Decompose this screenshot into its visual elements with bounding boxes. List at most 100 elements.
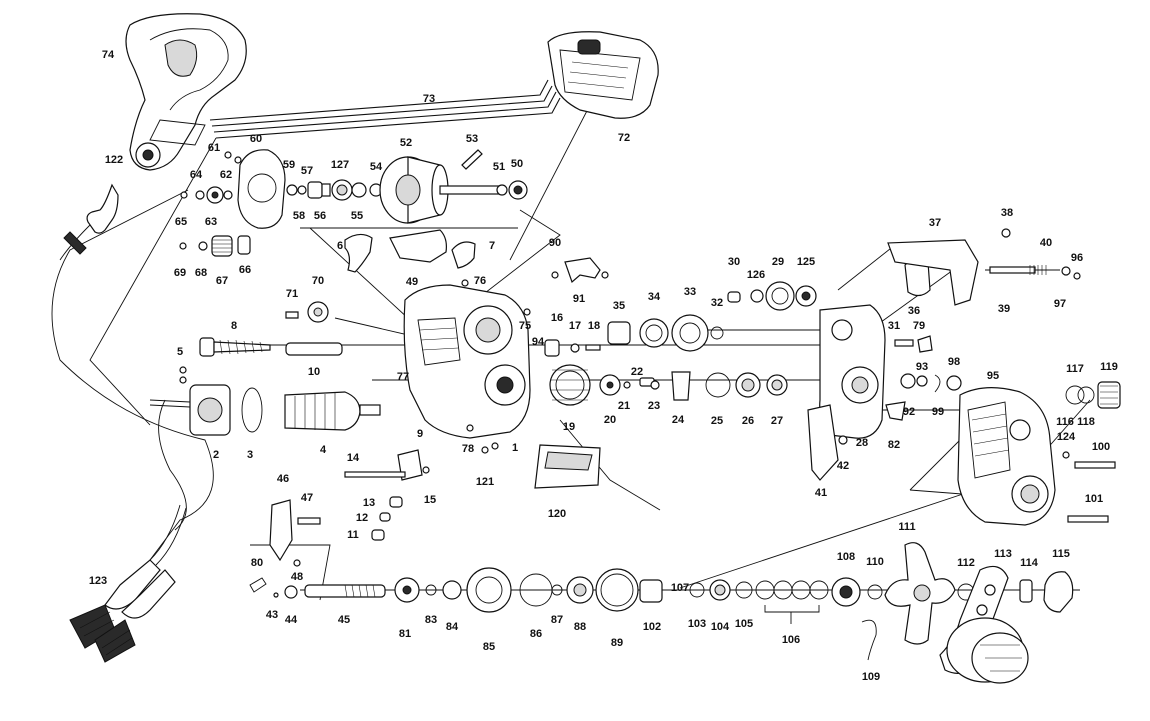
callout-label-4: 4 bbox=[320, 444, 327, 456]
housing-clip bbox=[149, 119, 206, 146]
clip-99 bbox=[934, 374, 941, 393]
screw-69 bbox=[179, 242, 187, 250]
part-70-hub bbox=[313, 307, 323, 317]
part-108-inner bbox=[839, 585, 853, 599]
screw-61b bbox=[234, 156, 242, 164]
ring-126 bbox=[750, 289, 764, 303]
gear-19-teeth bbox=[550, 369, 590, 401]
callout-label-112: 112 bbox=[957, 557, 975, 569]
frame-bore-upper-inner bbox=[475, 317, 501, 343]
spindle-group bbox=[179, 301, 343, 384]
callout-label-110: 110 bbox=[866, 556, 884, 568]
callout-label-107: 107 bbox=[671, 582, 689, 594]
pin-30 bbox=[727, 291, 741, 303]
part-12 bbox=[379, 512, 391, 522]
callout-label-36: 36 bbox=[908, 305, 920, 317]
handle-assembly bbox=[831, 542, 1074, 684]
callout-label-113: 113 bbox=[994, 548, 1012, 560]
screw-71 bbox=[285, 311, 299, 319]
callout-label-1: 1 bbox=[512, 442, 518, 454]
callout-label-61: 61 bbox=[208, 142, 220, 154]
callout-label-57: 57 bbox=[301, 165, 313, 177]
motor-leads bbox=[149, 399, 191, 408]
callout-label-11: 11 bbox=[347, 529, 359, 541]
part-41-plate bbox=[807, 404, 839, 481]
callout-label-62: 62 bbox=[220, 169, 232, 181]
callout-label-124: 124 bbox=[1057, 431, 1076, 443]
part-11 bbox=[371, 529, 385, 541]
ring-51 bbox=[496, 184, 508, 196]
screw-61a bbox=[224, 151, 232, 159]
guide-frame-37 bbox=[837, 244, 896, 291]
callout-label-14: 14 bbox=[347, 452, 360, 464]
cover-95-hub bbox=[1009, 419, 1031, 441]
bearing-88-inner bbox=[573, 583, 587, 597]
callout-label-38: 38 bbox=[1001, 207, 1013, 219]
callout-label-74: 74 bbox=[102, 49, 115, 61]
guide-handle-axis bbox=[679, 489, 976, 589]
gear-33-inner bbox=[679, 322, 701, 344]
callout-label-19: 19 bbox=[563, 421, 575, 433]
callout-label-26: 26 bbox=[742, 415, 754, 427]
spring-109 bbox=[861, 619, 877, 661]
callout-label-2: 2 bbox=[213, 449, 219, 461]
spring-80 bbox=[249, 577, 267, 593]
callout-label-105: 105 bbox=[735, 618, 753, 630]
bearing-27-inner bbox=[771, 379, 783, 391]
ring-110 bbox=[867, 584, 883, 600]
part-72-cover bbox=[547, 31, 659, 119]
screw-75 bbox=[523, 308, 531, 316]
ring-89-inner bbox=[600, 573, 634, 607]
guide-frame-36 bbox=[869, 264, 961, 331]
callout-label-6: 6 bbox=[337, 240, 343, 252]
callout-label-106: 106 bbox=[782, 634, 800, 646]
gear-85 bbox=[466, 567, 512, 613]
frame-bore-lower-inner bbox=[496, 376, 514, 394]
callout-label-21: 21 bbox=[618, 400, 630, 412]
motor-shaft bbox=[359, 404, 381, 416]
callout-label-119: 119 bbox=[1100, 361, 1118, 373]
callout-label-29: 29 bbox=[772, 256, 784, 268]
ring-34-inner bbox=[645, 324, 663, 342]
callout-label-81: 81 bbox=[399, 628, 411, 640]
callout-label-59: 59 bbox=[283, 159, 295, 171]
screw-121a bbox=[481, 446, 489, 454]
cable-path-top-3 bbox=[213, 91, 557, 133]
screw-76 bbox=[461, 279, 469, 287]
connector-clip-left bbox=[104, 559, 161, 610]
callout-label-82: 82 bbox=[888, 439, 900, 451]
callout-label-94: 94 bbox=[532, 336, 545, 348]
callout-label-102: 102 bbox=[643, 621, 661, 633]
callout-label-48: 48 bbox=[291, 571, 303, 583]
cover-face bbox=[559, 49, 641, 101]
gear-29 bbox=[765, 281, 795, 311]
callout-label-58: 58 bbox=[293, 210, 305, 222]
callout-label-18: 18 bbox=[588, 320, 600, 332]
spool-hub bbox=[395, 174, 421, 206]
callout-label-5: 5 bbox=[177, 346, 183, 358]
smallparts-9-15 bbox=[344, 449, 430, 541]
bearing-26-inner bbox=[741, 378, 755, 392]
screw-101 bbox=[1067, 515, 1109, 523]
arm-hole-2 bbox=[976, 604, 988, 616]
callout-label-99: 99 bbox=[932, 406, 944, 418]
knob-119 bbox=[1097, 381, 1121, 409]
callout-label-12: 12 bbox=[356, 512, 368, 524]
gear-81-hub bbox=[402, 585, 412, 595]
screw-121b bbox=[491, 442, 499, 450]
callout-label-90: 90 bbox=[549, 237, 561, 249]
guide-line-left bbox=[89, 137, 217, 426]
callout-label-34: 34 bbox=[648, 291, 661, 303]
cable-path-top-4 bbox=[215, 97, 561, 139]
callout-label-51: 51 bbox=[493, 161, 505, 173]
part-14-pin bbox=[344, 471, 406, 478]
side-cover-group bbox=[957, 381, 1121, 526]
cover-switch bbox=[577, 39, 601, 55]
ring-23 bbox=[650, 380, 660, 390]
screw-5b bbox=[179, 376, 187, 384]
screw-5a bbox=[179, 366, 187, 374]
callout-label-89: 89 bbox=[611, 637, 623, 649]
